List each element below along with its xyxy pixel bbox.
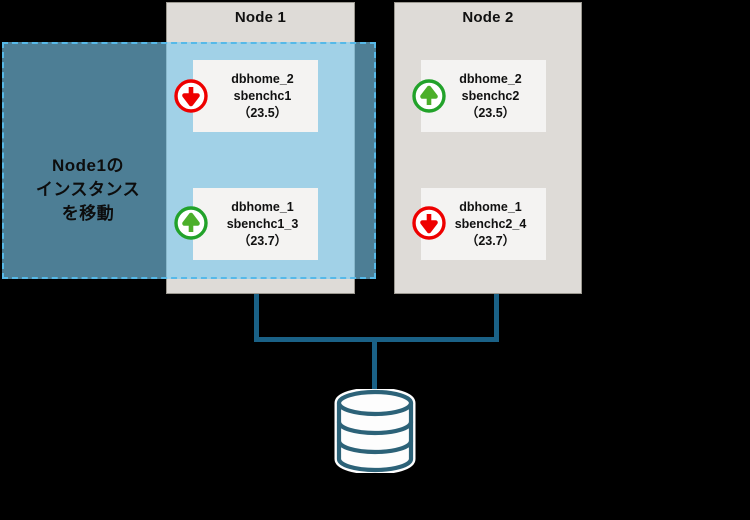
instance-label-node2-instance-2: dbhome_1 sbenchc2_4 （23.7） xyxy=(421,199,546,249)
instance-label-node1-instance-1: dbhome_2 sbenchc1 （23.5） xyxy=(193,71,318,121)
arrow-down-circle-icon xyxy=(174,79,208,113)
instance-name: sbenchc1 xyxy=(233,88,292,103)
instance-version: （23.7） xyxy=(237,233,288,248)
relocation-label-line-3: を移動 xyxy=(61,204,115,224)
instance-dbhome: dbhome_1 xyxy=(231,199,294,214)
relocation-highlight-region: Node1の インスタンス を移動 xyxy=(2,42,376,279)
instance-name: sbenchc1_3 xyxy=(226,216,299,231)
arrow-down-circle-icon xyxy=(412,206,446,240)
instance-dbhome: dbhome_1 xyxy=(459,199,522,214)
arrow-up-circle-icon xyxy=(174,206,208,240)
instance-dbhome: dbhome_2 xyxy=(459,71,522,86)
instance-version: （23.5） xyxy=(237,105,288,120)
instance-card-node1-instance-1[interactable]: dbhome_2 sbenchc1 （23.5） xyxy=(193,60,318,132)
node-2-title: Node 2 xyxy=(462,9,514,26)
instance-name: sbenchc2 xyxy=(461,88,520,103)
relocation-label-line-1: Node1の xyxy=(52,156,124,175)
relocation-highlight-label: Node1の インスタンス を移動 xyxy=(4,154,172,226)
database-cylinder-icon[interactable] xyxy=(334,389,416,473)
instance-card-node1-instance-2[interactable]: dbhome_1 sbenchc1_3 （23.7） xyxy=(193,188,318,260)
node-1-title: Node 1 xyxy=(234,9,287,26)
instance-card-node2-instance-1[interactable]: dbhome_2 sbenchc2 （23.5） xyxy=(421,60,546,132)
connector-node2-vertical xyxy=(494,294,499,342)
connector-storage-drop xyxy=(372,337,377,395)
instance-version: （23.5） xyxy=(465,105,516,120)
arrow-up-circle-icon xyxy=(412,79,446,113)
connector-node1-vertical xyxy=(254,294,259,342)
instance-label-node2-instance-1: dbhome_2 sbenchc2 （23.5） xyxy=(421,71,546,121)
instance-dbhome: dbhome_2 xyxy=(231,71,294,86)
relocation-label-line-2: インスタンス xyxy=(35,180,141,200)
instance-label-node1-instance-2: dbhome_1 sbenchc1_3 （23.7） xyxy=(193,199,318,249)
instance-name: sbenchc2_4 xyxy=(454,216,527,231)
instance-version: （23.7） xyxy=(465,233,516,248)
